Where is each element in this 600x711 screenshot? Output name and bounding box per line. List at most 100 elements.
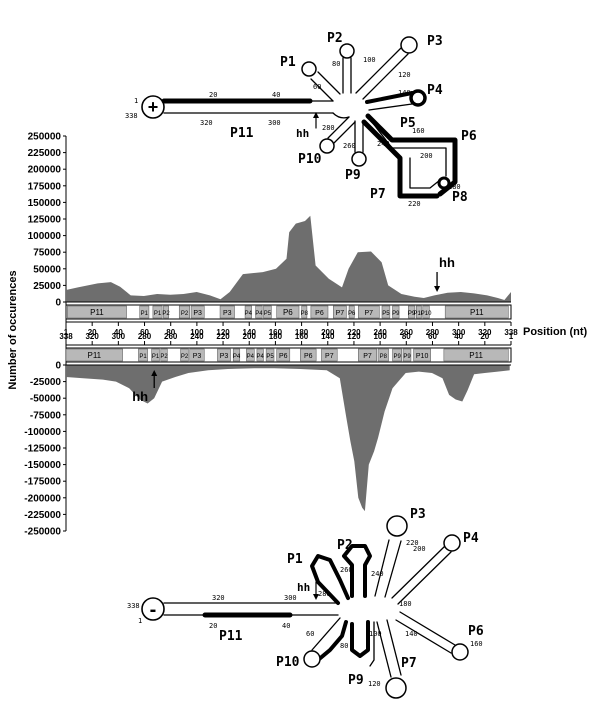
position-tick-label: 120 (216, 328, 230, 337)
top-track-segment (163, 305, 169, 319)
bottom-track-segment (300, 348, 317, 362)
nt-number: 260 (343, 142, 356, 150)
position-tick-label: 300 (112, 332, 126, 341)
top-secondary-structure (141, 36, 458, 199)
bottom-track-segment-label: P11 (87, 351, 101, 360)
p4-stem-a-bottom (391, 545, 446, 599)
y-tick-label: -50000 (30, 394, 62, 405)
bottom-track-segment (443, 348, 509, 362)
bottom-track-segment (189, 348, 205, 362)
junction-ring (332, 112, 350, 119)
position-tick-label: 260 (400, 328, 414, 337)
y-tick-label: -200000 (24, 493, 61, 504)
nt-number: 80 (340, 642, 348, 650)
top-track-segment (178, 305, 191, 319)
p4-stem-a (365, 91, 414, 104)
nt-number: 180 (399, 600, 412, 608)
nt-number: 160 (470, 640, 483, 648)
p10-bottom (316, 620, 348, 662)
p6-loop-bottom (451, 643, 469, 661)
position-tick-label: 140 (321, 332, 335, 341)
y-tick-label: -250000 (24, 527, 61, 538)
top-track-segment (255, 305, 263, 319)
top-track-segment (408, 305, 416, 319)
p4-loop-bottom (443, 534, 461, 552)
top-track-segment-label: P11 (90, 308, 104, 317)
nt-number: 220 (408, 200, 421, 208)
top-track-segment (276, 305, 300, 319)
top-track-segment (444, 305, 509, 319)
p9-inner-bottom (369, 621, 375, 667)
position-tick-label: 60 (140, 328, 149, 337)
position-tick-label: 1 (509, 332, 514, 341)
bottom-track-segment (413, 348, 431, 362)
nt-number: 320 (212, 594, 225, 602)
stem-label: P4 (427, 83, 443, 98)
nt-number: 40 (282, 622, 290, 630)
nt-number: 20 (209, 91, 217, 99)
nt-number: 338 (127, 602, 140, 610)
bottom-track-segment-label: P4 (233, 354, 241, 360)
terminal-loop-circle (141, 95, 165, 119)
nt-number: 120 (368, 680, 381, 688)
bottom-track-segment (265, 348, 275, 362)
p3-stem-a-bottom (374, 539, 390, 597)
series-bottom-area (66, 365, 510, 512)
p1-loop (301, 61, 317, 77)
bottom-track-segment-label: P6 (304, 353, 313, 360)
nt-number: 20 (209, 622, 217, 630)
bottom-track-segment-label: P1 (139, 354, 147, 360)
bottom-track-segment (256, 348, 264, 362)
top-track-segment-label: P6 (283, 308, 293, 317)
bottom-track-segment-label: P9 (403, 354, 411, 360)
p6-stem-b-bottom (395, 619, 452, 654)
stem-label: P10 (276, 655, 300, 670)
top-track-segment (348, 305, 355, 319)
position-tick-label: 200 (321, 328, 335, 337)
position-tick-label: 80 (166, 328, 175, 337)
position-tick-label: 338 (59, 332, 73, 341)
p1-bottom (310, 554, 350, 605)
bottom-track-segment-label: P3 (220, 353, 229, 360)
top-track-segment-label: P4 (255, 311, 263, 317)
bottom-secondary-structure (141, 515, 469, 699)
p2-bottom (342, 544, 372, 598)
nt-number: 1 (134, 97, 138, 105)
position-tick-label: 300 (452, 328, 466, 337)
y-tick-label: -225000 (24, 510, 61, 521)
top-track-segment-label: P4 (245, 311, 253, 317)
y-tick-label: -125000 (24, 444, 61, 455)
nt-number: 140 (405, 630, 418, 638)
y-tick-label: -75000 (30, 410, 62, 421)
nt-number: 200 (420, 152, 433, 160)
top-track-segment (310, 305, 329, 319)
bottom-track-segment (180, 348, 189, 362)
top-track-segment (422, 305, 430, 319)
top-track-segment-label: P9 (392, 311, 400, 317)
position-tick-label: 160 (295, 332, 309, 341)
position-tick-label: 20 (480, 332, 489, 341)
y-tick-label: 225000 (28, 148, 62, 159)
p10-loop (319, 138, 335, 154)
p4-stem-b (368, 103, 413, 111)
nt-number: 1 (138, 617, 142, 625)
bottom-track-segment (217, 348, 231, 362)
y-tick-label: 100000 (28, 231, 62, 242)
y-tick-label: -25000 (30, 377, 62, 388)
p6-stem-a-bottom (399, 611, 456, 646)
minus-sign: - (150, 599, 157, 621)
y-tick-label: 0 (55, 361, 61, 372)
hh-label: hh (296, 127, 309, 140)
stem-label: P2 (337, 538, 353, 553)
p1-stem-b (317, 71, 341, 95)
hh-annotation: hh (439, 255, 455, 270)
bottom-track-segment-label: P11 (469, 351, 483, 360)
position-tick-label: 100 (190, 328, 204, 337)
stem-label: P3 (427, 34, 443, 49)
stem-label: P1 (280, 55, 296, 70)
position-tick-label: 40 (114, 328, 123, 337)
bottom-track-segment-label: P4 (247, 354, 255, 360)
top-track-segment-label: P2 (162, 311, 170, 317)
y-tick-label: 175000 (28, 181, 62, 192)
y-tick-label: 25000 (33, 281, 61, 292)
